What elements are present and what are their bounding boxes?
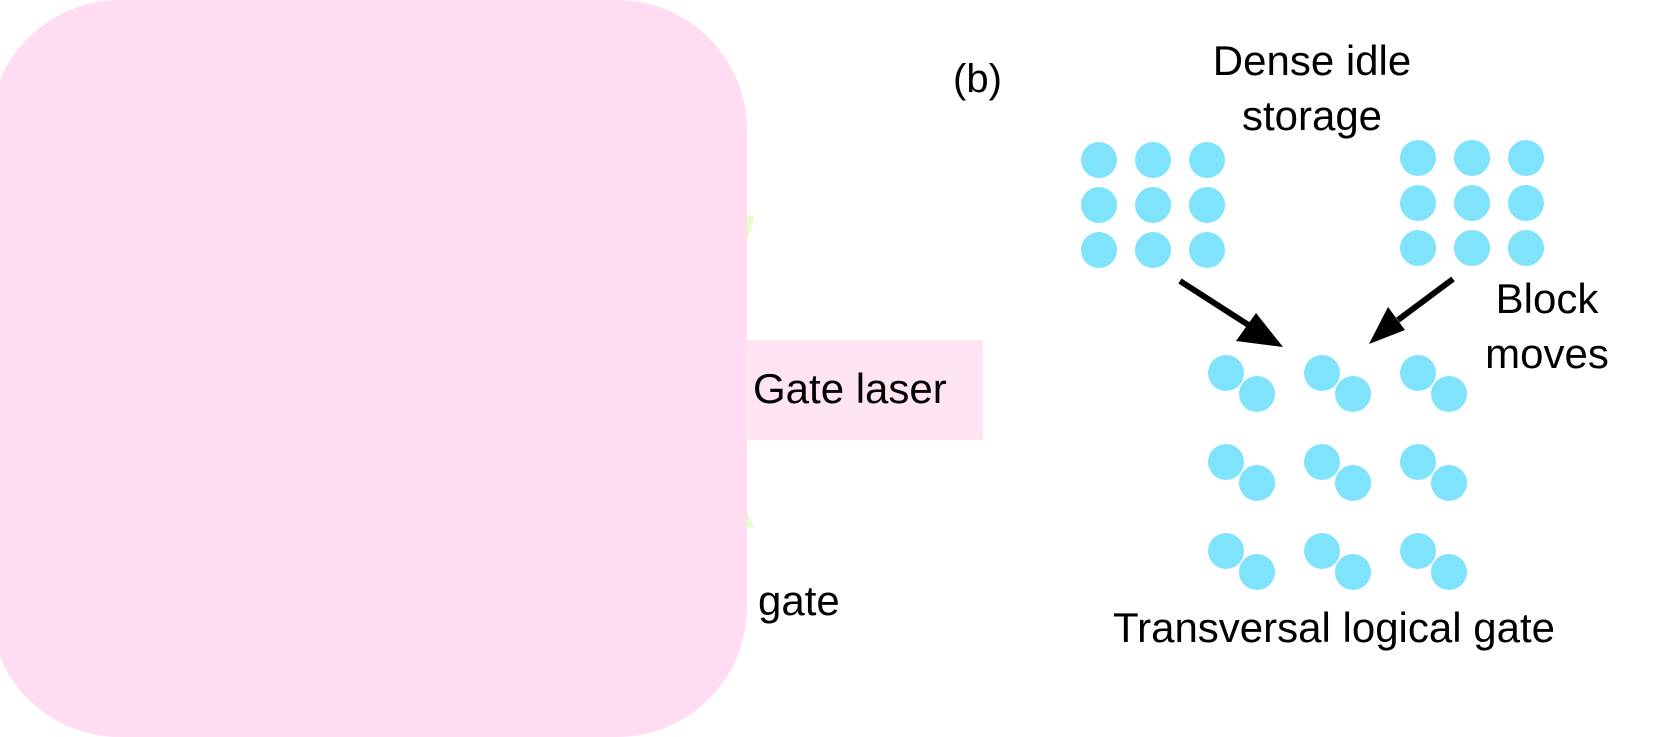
gate-atom-upper (1400, 444, 1436, 480)
gate-atom-lower (1335, 376, 1371, 412)
gate-atom-upper (1304, 444, 1340, 480)
storage-atom (1189, 232, 1225, 268)
panel-b: (b) Dense idle storage Block moves Trans… (953, 37, 1609, 651)
arrow-right-shaft (1396, 276, 1455, 323)
transversal-gate-title: Transversal logical gate (1113, 604, 1555, 651)
gate-atom-upper (1304, 355, 1340, 391)
gate-atom-lower (1431, 465, 1467, 501)
storage-block-right (1400, 140, 1544, 266)
arrow-left-head (1236, 313, 1283, 347)
gate-atom-lower (1431, 376, 1467, 412)
storage-atom (1135, 142, 1171, 178)
gate-atom-lower (1335, 465, 1371, 501)
gate-atom-lower (1431, 554, 1467, 590)
gate-atom-lower (1335, 554, 1371, 590)
gate-laser-label: Gate laser (753, 365, 947, 412)
gate-atom-upper (1400, 533, 1436, 569)
gate-atom-upper (1304, 533, 1340, 569)
gate-atom-lower (1239, 465, 1275, 501)
gate-atom-upper (1208, 444, 1244, 480)
storage-atom (1508, 140, 1544, 176)
arrow-right-head (1369, 307, 1405, 344)
gate-label: gate (758, 577, 840, 624)
panel-b-label: (b) (953, 57, 1002, 101)
gate-atom-upper (1400, 355, 1436, 391)
storage-atom (1081, 232, 1117, 268)
block-moves-line2: moves (1485, 330, 1609, 377)
pink-overlay-box (0, 0, 747, 737)
gate-laser-label-background (740, 340, 983, 440)
storage-atom (1508, 230, 1544, 266)
gate-atom-upper (1208, 355, 1244, 391)
storage-atom (1454, 185, 1490, 221)
storage-atom (1400, 230, 1436, 266)
storage-title-line2: storage (1242, 92, 1382, 139)
block-moves-line1: Block (1496, 275, 1600, 322)
storage-atom (1081, 187, 1117, 223)
storage-block-left (1081, 142, 1225, 268)
storage-title-line1: Dense idle (1213, 37, 1411, 84)
storage-atom (1135, 232, 1171, 268)
gate-atom-lower (1239, 554, 1275, 590)
panel-a-partial: Gate laser gate (0, 0, 983, 737)
storage-atom (1400, 185, 1436, 221)
storage-atom (1454, 230, 1490, 266)
storage-atom (1400, 140, 1436, 176)
storage-atom (1454, 140, 1490, 176)
transversal-gate-array (1208, 355, 1467, 590)
gate-atom-upper (1208, 533, 1244, 569)
block-move-arrows (1178, 276, 1455, 347)
storage-atom (1135, 187, 1171, 223)
gate-atom-lower (1239, 376, 1275, 412)
arrow-left-shaft (1178, 278, 1252, 329)
storage-atom (1508, 185, 1544, 221)
storage-atom (1189, 187, 1225, 223)
storage-atom (1081, 142, 1117, 178)
storage-atom (1189, 142, 1225, 178)
